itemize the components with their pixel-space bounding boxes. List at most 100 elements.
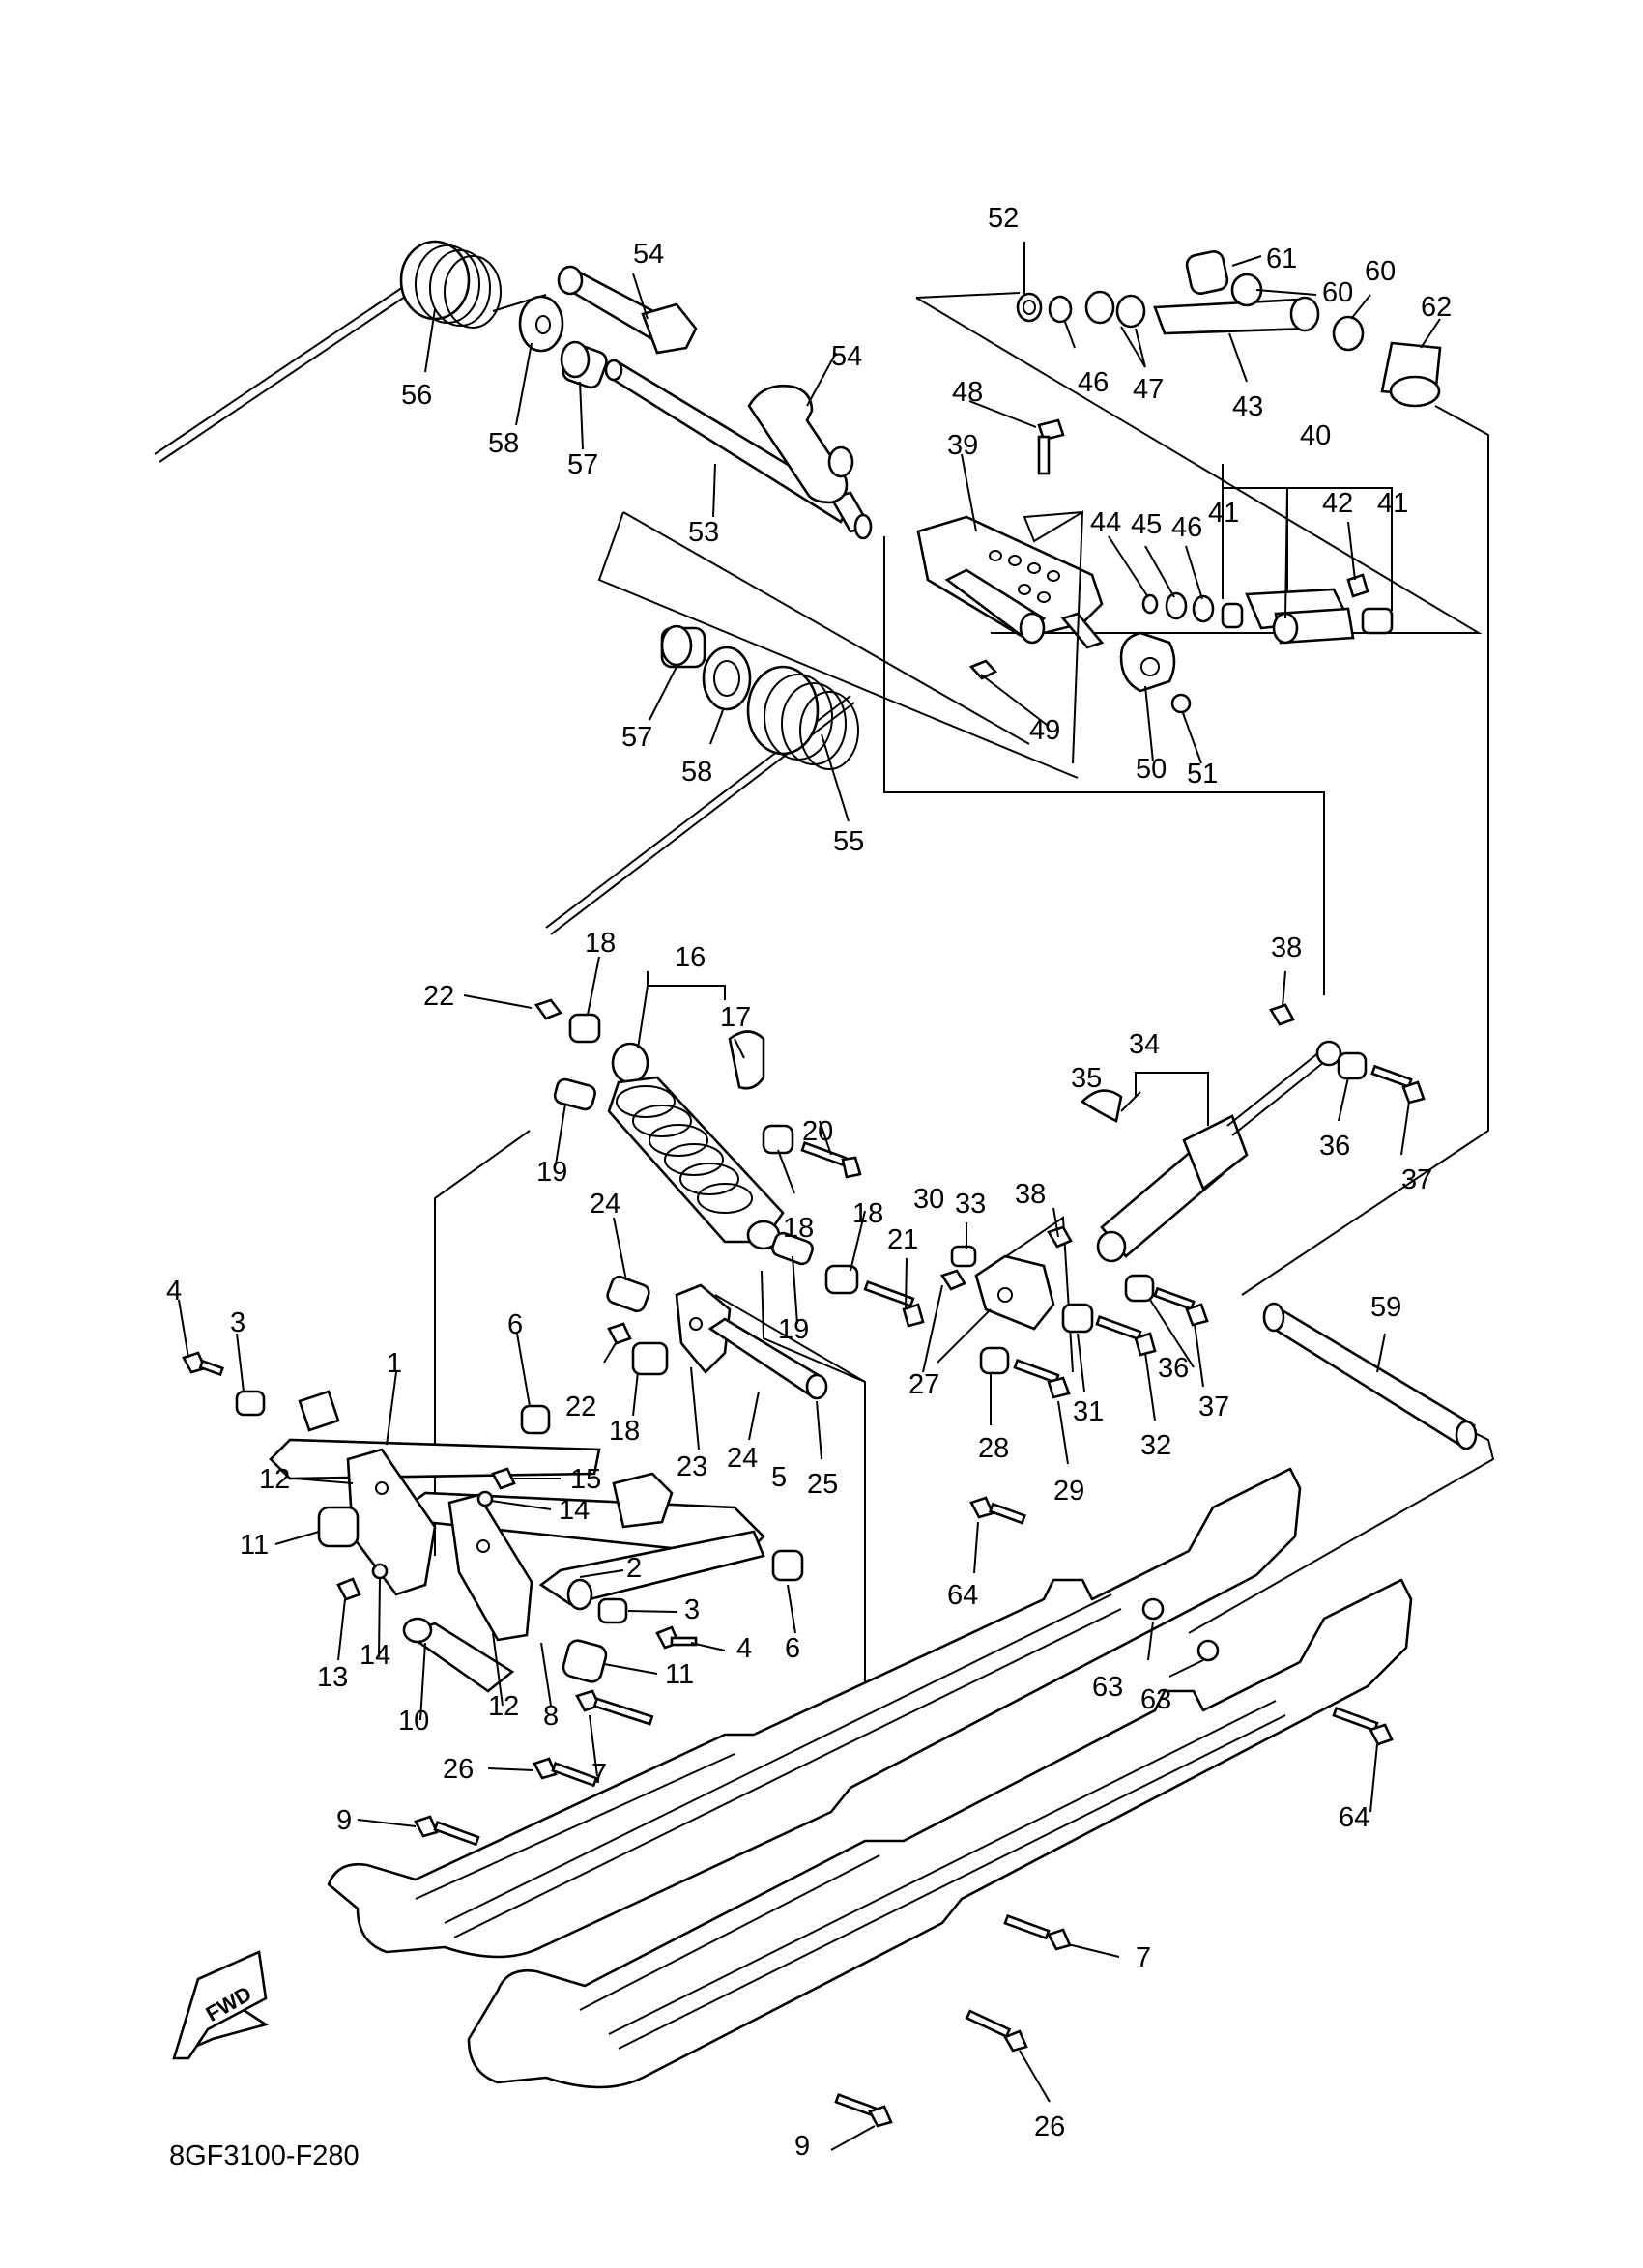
- callout-53: 53: [688, 517, 719, 548]
- callout-12: 12: [488, 1691, 519, 1722]
- collar-18-c: [824, 1264, 859, 1295]
- callout-21: 21: [887, 1224, 918, 1255]
- callout-6: 6: [507, 1309, 523, 1340]
- callout-18: 18: [585, 928, 616, 959]
- callout-64: 64: [1339, 1802, 1369, 1833]
- pipe-54-lower: [747, 384, 854, 504]
- callout-36: 36: [1319, 1131, 1350, 1162]
- bolt-4-a: [182, 1351, 225, 1377]
- callout-33: 33: [955, 1189, 986, 1220]
- callout-46: 46: [1171, 512, 1202, 543]
- stay-35: [1080, 1089, 1123, 1123]
- bolt-48: [1037, 418, 1065, 475]
- callout-41: 41: [1208, 498, 1239, 529]
- washer-14: [371, 1563, 389, 1580]
- callout-42: 42: [1322, 488, 1353, 519]
- callout-labels: 1 2 3 3 4 4 5 6 6 7 7 8 9 9 10 11 11 12 …: [166, 203, 1452, 2162]
- callout-29: 29: [1053, 1476, 1084, 1507]
- collar-63-b: [1196, 1639, 1220, 1662]
- callout-32: 32: [1140, 1430, 1171, 1461]
- shaft-assembly-40: [1221, 573, 1394, 645]
- collar-63-a: [1141, 1597, 1165, 1621]
- callout-37: 37: [1198, 1392, 1229, 1422]
- collar-19-b: [771, 1231, 814, 1266]
- callout-18: 18: [783, 1213, 814, 1244]
- callout-11: 11: [665, 1659, 694, 1690]
- collar-18-a: [568, 1013, 601, 1044]
- fwd-arrow[interactable]: FWD: [172, 1950, 270, 2060]
- callout-55: 55: [833, 826, 864, 857]
- collar-36-a: [1337, 1051, 1368, 1080]
- collar-28: [979, 1346, 1010, 1375]
- callout-9: 9: [794, 2131, 810, 2162]
- callout-14: 14: [360, 1640, 390, 1671]
- seal-52: [1016, 292, 1043, 323]
- callout-15: 15: [570, 1464, 601, 1495]
- callout-14: 14: [559, 1495, 590, 1526]
- collar-61: [1185, 250, 1229, 295]
- clip-51: [1170, 693, 1192, 714]
- bolt-32: [1095, 1315, 1157, 1357]
- bolt-7-b: [1003, 1914, 1072, 1951]
- callout-59: 59: [1370, 1292, 1401, 1323]
- slide-rail-right: [467, 1578, 1413, 2089]
- callout-38: 38: [1271, 933, 1302, 963]
- slide-rail-left: [327, 1467, 1302, 1959]
- collar-31: [1061, 1303, 1094, 1334]
- callout-57: 57: [567, 449, 598, 480]
- callout-54: 54: [831, 341, 862, 372]
- callout-7: 7: [1136, 1942, 1151, 1973]
- nut-38-b: [1269, 1003, 1295, 1026]
- pipe-10: [402, 1617, 515, 1693]
- callout-64: 64: [947, 1580, 978, 1611]
- drawing-code: 8GF3100-F280: [169, 2140, 360, 2171]
- callout-44: 44: [1090, 507, 1121, 538]
- callout-45: 45: [1131, 509, 1162, 540]
- torsion-spring-56: [154, 240, 547, 463]
- shock-absorber-16: [607, 1042, 785, 1250]
- collar-36-b: [1124, 1274, 1155, 1303]
- bolt-13: [336, 1577, 361, 1601]
- bolt-37-b: [1153, 1286, 1209, 1327]
- torsion-spring-55: [545, 665, 859, 935]
- callout-54: 54: [633, 239, 664, 270]
- nut-49: [968, 659, 998, 680]
- callout-11: 11: [240, 1530, 269, 1561]
- nut-15: [491, 1467, 516, 1490]
- callout-58: 58: [488, 428, 519, 459]
- callout-30: 30: [913, 1184, 944, 1215]
- callout-47: 47: [1133, 374, 1164, 405]
- bolt-26-b: [965, 2009, 1028, 2053]
- callout-46: 46: [1078, 367, 1109, 398]
- collar-6-a: [520, 1404, 551, 1435]
- collar-6-b: [771, 1549, 804, 1582]
- collar-3-b: [597, 1597, 628, 1624]
- callout-34: 34: [1129, 1029, 1160, 1060]
- bolt-9-a: [414, 1815, 480, 1847]
- callout-62: 62: [1421, 292, 1452, 323]
- callout-17: 17: [720, 1002, 751, 1033]
- collar-11-b: [562, 1639, 608, 1683]
- callout-60: 60: [1365, 256, 1396, 287]
- bolt-21: [863, 1280, 925, 1328]
- callout-23: 23: [677, 1451, 707, 1482]
- nut-38-a: [1047, 1225, 1073, 1249]
- callout-48: 48: [952, 377, 983, 408]
- bolt-7-a: [575, 1689, 654, 1726]
- callout-4: 4: [736, 1633, 752, 1664]
- collar-18-b: [762, 1124, 794, 1155]
- callout-57: 57: [621, 722, 652, 753]
- callout-36: 36: [1158, 1353, 1189, 1384]
- callout-43: 43: [1232, 391, 1263, 422]
- callout-18: 18: [852, 1198, 883, 1229]
- callout-63: 63: [1092, 1672, 1123, 1703]
- callout-26: 26: [1034, 2111, 1065, 2142]
- callout-9: 9: [336, 1805, 352, 1836]
- bushing-47: [1084, 290, 1146, 329]
- shaft-53: [604, 359, 873, 540]
- shaft-59: [1262, 1302, 1478, 1450]
- callout-19: 19: [778, 1314, 809, 1345]
- callout-39: 39: [947, 430, 978, 461]
- callout-28: 28: [978, 1433, 1009, 1464]
